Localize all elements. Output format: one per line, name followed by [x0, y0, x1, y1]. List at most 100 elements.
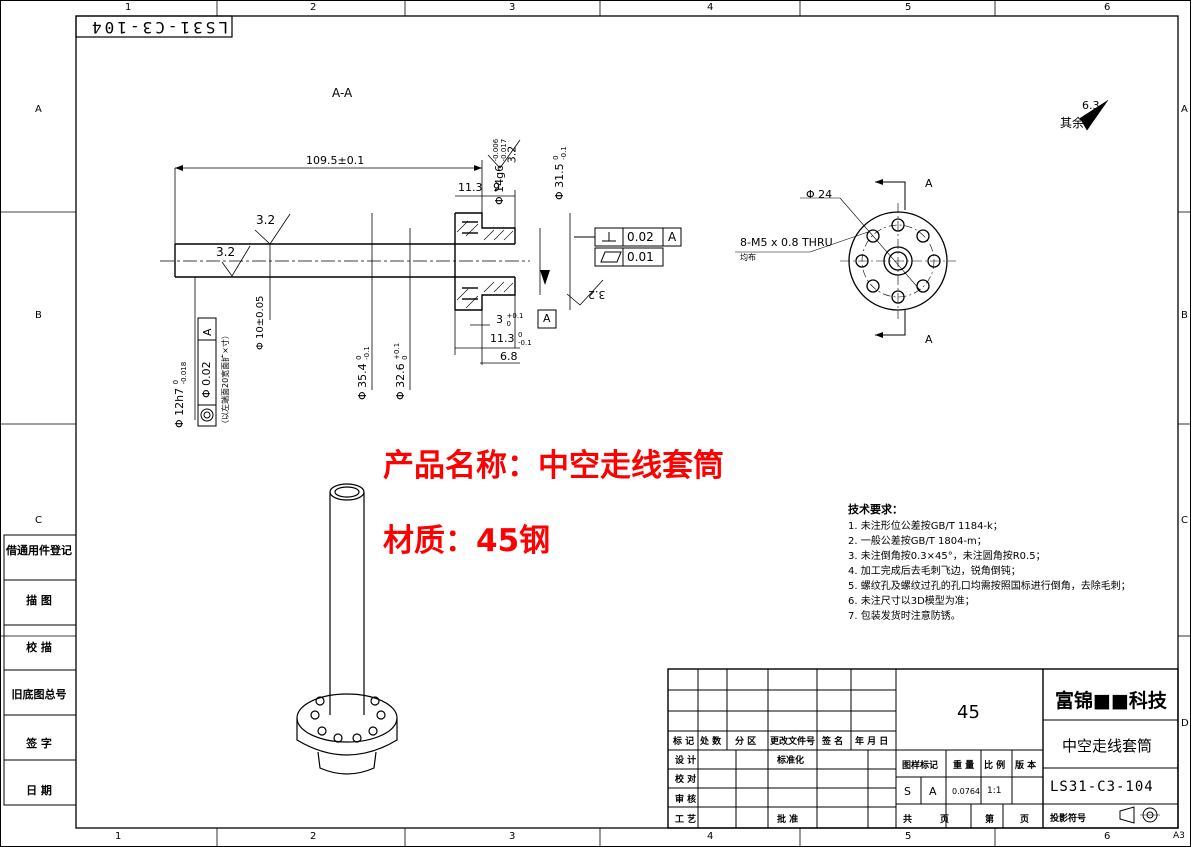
left-panel-1: 借通用件登记	[6, 544, 72, 557]
tb-part-name: 中空走线套筒	[1062, 737, 1153, 755]
tech-req-3: 3. 未注倒角按0.3×45°，未注圆角按R0.5；	[848, 551, 1046, 562]
tb-stage-s: S	[904, 785, 911, 798]
grid-col-5-bottom: 5	[905, 831, 912, 842]
tech-requirements: 技术要求： 1. 未注形位公差按GB/T 1184-k； 2. 一般公差按GB/…	[848, 502, 1131, 624]
tb-material: 45	[957, 702, 980, 723]
grid-col-6: 6	[1104, 2, 1111, 13]
grid-row-b: B	[35, 310, 42, 321]
tb-rev-h4: 更改文件号	[770, 737, 816, 747]
grid-row-a: A	[35, 104, 42, 115]
tb-sheet-page-label: 页	[1020, 815, 1030, 825]
dim-d14g6-tol-lower: -0.017	[500, 138, 508, 162]
product-name: 产品名称：中空走线套筒	[383, 448, 724, 484]
dim-d31-5-tol-lower: -0.1	[560, 146, 568, 160]
dim-11-3b-tol-upper: 0	[518, 331, 523, 339]
tb-rev-h6: 年 月 日	[855, 737, 889, 747]
conc-value: Φ 0.02	[200, 361, 213, 398]
dim-11-3b: 11.3	[490, 332, 515, 345]
thread-callout: 8-M5 x 0.8 THRU	[740, 236, 833, 249]
dim-d31-5-tol-upper: 0	[552, 155, 560, 160]
tb-weight: 0.0764	[952, 787, 980, 796]
tb-sheet-label: 第	[985, 815, 995, 825]
tb-role-process: 工 艺	[675, 815, 697, 825]
roughness-4: 3.2	[588, 288, 606, 301]
left-panel-4: 旧底图总号	[11, 688, 67, 701]
dim-9: 9	[493, 181, 500, 194]
dim-length: 109.5±0.1	[306, 154, 365, 167]
tb-rev-h1: 标 记	[673, 737, 695, 747]
material: 材质：45钢	[383, 523, 551, 559]
tb-approve: 批 准	[777, 815, 799, 825]
grid-col-6-bottom: 6	[1104, 831, 1111, 842]
dim-d10: Φ 10±0.05	[255, 295, 266, 350]
grid-col-2: 2	[310, 2, 317, 13]
grid-col-5: 5	[905, 2, 912, 13]
tb-projection-label: 投影符号	[1050, 814, 1087, 824]
left-panel-5: 签 字	[26, 737, 52, 750]
dim-3-block: 3 +0.1 0	[496, 312, 524, 328]
tech-req-6: 6. 未注尺寸以3D模型为准；	[848, 596, 975, 607]
tech-req-7: 7. 包装发货时注意防锈。	[848, 611, 961, 622]
grid-row-d-right: D	[1181, 718, 1189, 729]
dim-11-3b-block: 11.3 0 -0.1	[490, 331, 532, 347]
roughness-general-label: 其余	[1060, 116, 1085, 130]
dim-11-3b-tol-lower: -0.1	[518, 339, 532, 347]
dim-d32-6-tol-lower: 0	[401, 355, 409, 360]
tb-scale: 1:1	[987, 786, 1002, 796]
dim-d32-6-block: Φ 32.6 +0.1 0	[393, 343, 409, 400]
dim-3-tol-upper: +0.1	[506, 312, 524, 320]
thread-note: 均布	[740, 253, 756, 262]
tech-req-5: 5. 螺纹孔及螺纹过孔的孔口均需按照国标进行倒角，去除毛刺；	[848, 581, 1131, 592]
tb-role-review: 审 核	[675, 795, 697, 805]
grid-row-c-right: C	[1181, 515, 1188, 526]
dim-d24: Φ 24	[806, 188, 833, 201]
tb-rev-h2: 处 数	[700, 737, 722, 747]
tb-total-label: 共	[903, 815, 913, 825]
sheet-size: A3	[1173, 831, 1185, 841]
flat-value: 0.01	[627, 250, 654, 264]
roughness-1: 3.2	[256, 213, 276, 227]
grid-col-2-bottom: 2	[310, 831, 317, 842]
dim-d35-4-block: Φ 35.4 0 -0.1	[355, 346, 371, 400]
datum-a: A	[543, 312, 551, 325]
tb-stage-a: A	[929, 785, 937, 798]
grid-col-4: 4	[707, 2, 714, 13]
tb-role-design: 设 计	[675, 756, 697, 766]
dim-d31-5-block: Φ 31.5 0 -0.1	[552, 146, 568, 200]
dim-d32-6-tol-upper: +0.1	[393, 342, 401, 360]
tb-standardization: 标准化	[777, 756, 805, 766]
tb-company: 富锦■■科技	[1055, 690, 1167, 712]
grid-col-4-bottom: 4	[707, 831, 714, 842]
projection-icon	[1118, 806, 1162, 824]
tech-req-4: 4. 加工完成后去毛刺飞边，锐角倒钝；	[848, 566, 1021, 577]
dim-d14g6-tol-upper: -0.006	[492, 138, 500, 162]
roughness-general-value: 6.3	[1082, 99, 1100, 112]
dim-d12h7-tol-lower: -0.018	[180, 361, 188, 385]
dim-d14g6: Φ 14g6	[493, 164, 506, 205]
dim-6-8: 6.8	[500, 350, 518, 363]
grid-col-3: 3	[509, 2, 516, 13]
dim-d32-6: Φ 32.6	[394, 363, 407, 400]
view-label: A-A	[332, 86, 353, 100]
dim-11-3: 11.3	[458, 181, 483, 194]
left-panel-3: 校 描	[26, 641, 52, 654]
tb-rev-h3: 分 区	[735, 737, 757, 747]
dim-d31-5: Φ 31.5	[553, 163, 566, 200]
grid-col-1-bottom: 1	[115, 831, 122, 842]
left-panel-6: 日 期	[26, 784, 52, 797]
dim-d35-4-tol-lower: -0.1	[363, 346, 371, 360]
grid-row-c: C	[35, 515, 42, 526]
grid-row-a-right: A	[1181, 104, 1188, 115]
dim-d12h7: Φ 12h7	[173, 387, 186, 428]
tb-rev-h5: 签 名	[822, 737, 844, 747]
dim-d14g6-block: Φ 14g6 -0.006 -0.017	[492, 139, 508, 205]
dim-3-tol-lower: 0	[506, 320, 511, 328]
section-arrow-top: A	[925, 177, 933, 190]
grid-col-3-bottom: 3	[509, 831, 516, 842]
grid-col-1: 1	[125, 2, 132, 13]
dim-d12h7-tol-upper: 0	[172, 379, 180, 385]
tech-requirements-title: 技术要求：	[848, 503, 903, 516]
tech-req-2: 2. 一般公差按GB/T 1804-m；	[848, 536, 987, 547]
dim-d12h7-block: Φ 12h7 0 -0.018	[172, 362, 188, 428]
